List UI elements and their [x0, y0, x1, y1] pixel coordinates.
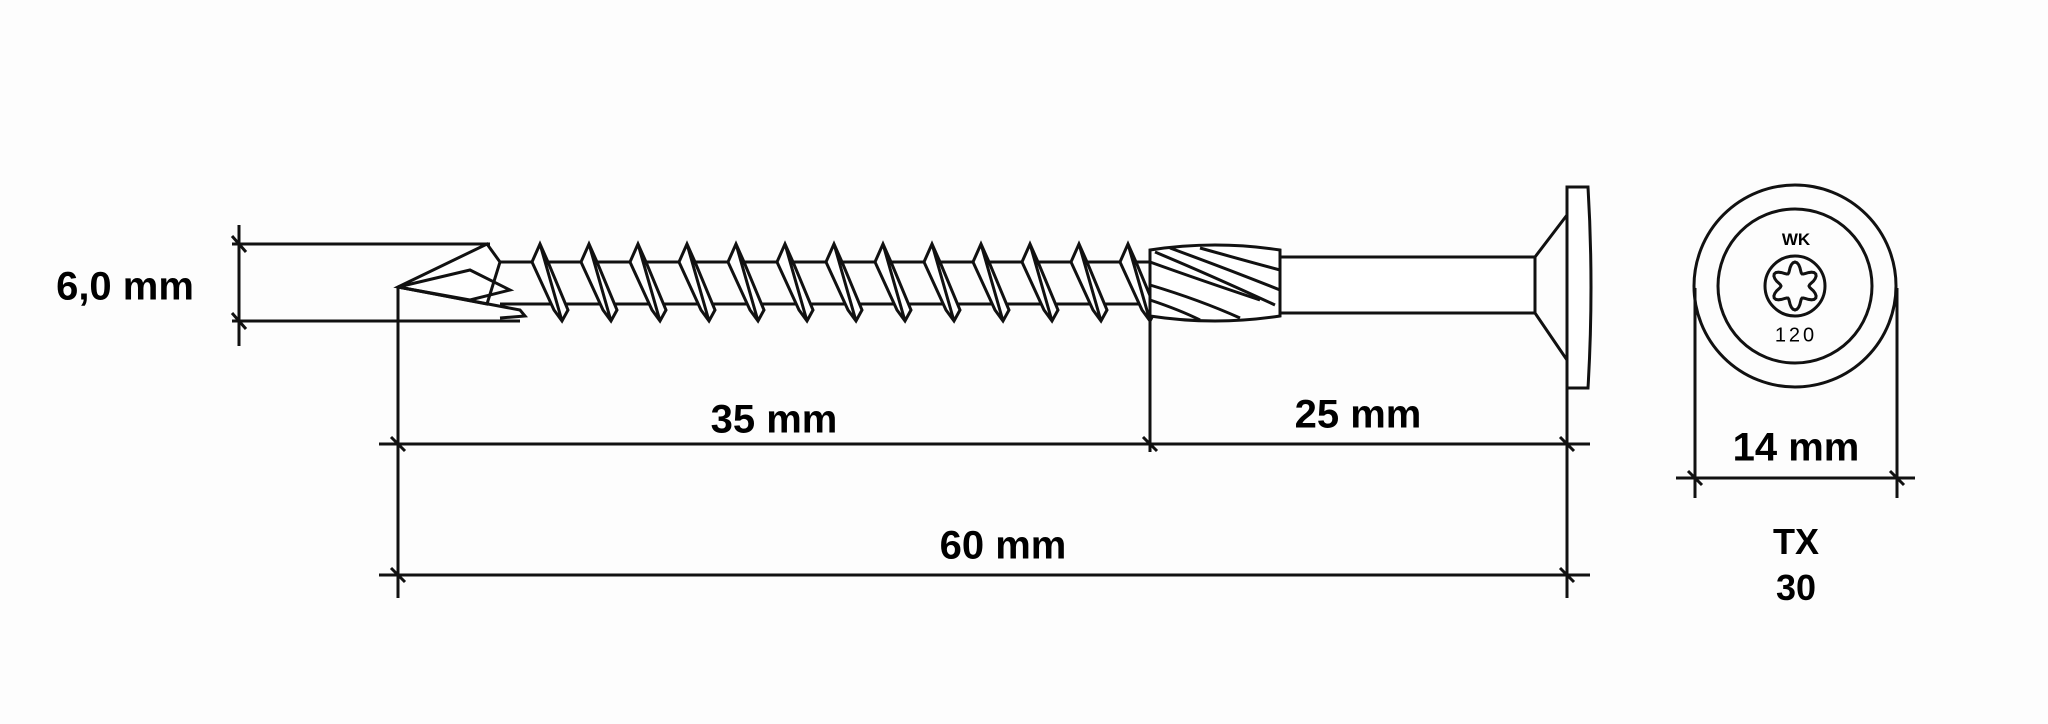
threads	[530, 240, 1158, 324]
thread-crest	[775, 240, 815, 324]
thread-crest	[873, 240, 913, 324]
drive-type-label: TX	[1772, 521, 1820, 562]
thread-crest	[726, 240, 766, 324]
head-side-view	[1148, 185, 1593, 598]
thread-length-label: 35 mm	[710, 397, 838, 442]
shank	[1278, 214, 1569, 361]
thread-crest	[824, 240, 864, 324]
thread-crest	[922, 240, 962, 324]
head-marking-top: WK	[1781, 230, 1811, 249]
thread-crest	[1069, 240, 1109, 324]
total-length-label: 60 mm	[939, 523, 1067, 568]
diameter-dimension	[230, 225, 520, 346]
thread-crest	[530, 240, 570, 324]
head-diameter-label: 14 mm	[1732, 425, 1860, 470]
thread-crest	[971, 240, 1011, 324]
thread-crest	[1020, 240, 1060, 324]
diameter-label: 6,0 mm	[56, 264, 194, 309]
shank-length-label: 25 mm	[1294, 392, 1422, 437]
drive-size-label: 30	[1775, 567, 1817, 608]
head-marking-bottom: 120	[1774, 324, 1818, 347]
thread-crest	[579, 240, 619, 324]
thread-crest	[628, 240, 668, 324]
screw-tip	[393, 242, 529, 452]
torx-drive-icon	[1772, 260, 1818, 312]
length-dimension-35-25	[379, 435, 1590, 453]
head-top-view	[1676, 183, 1915, 498]
milling-ribs	[1148, 243, 1282, 323]
length-dimension-60	[379, 452, 1590, 598]
thread-crest	[677, 240, 717, 324]
